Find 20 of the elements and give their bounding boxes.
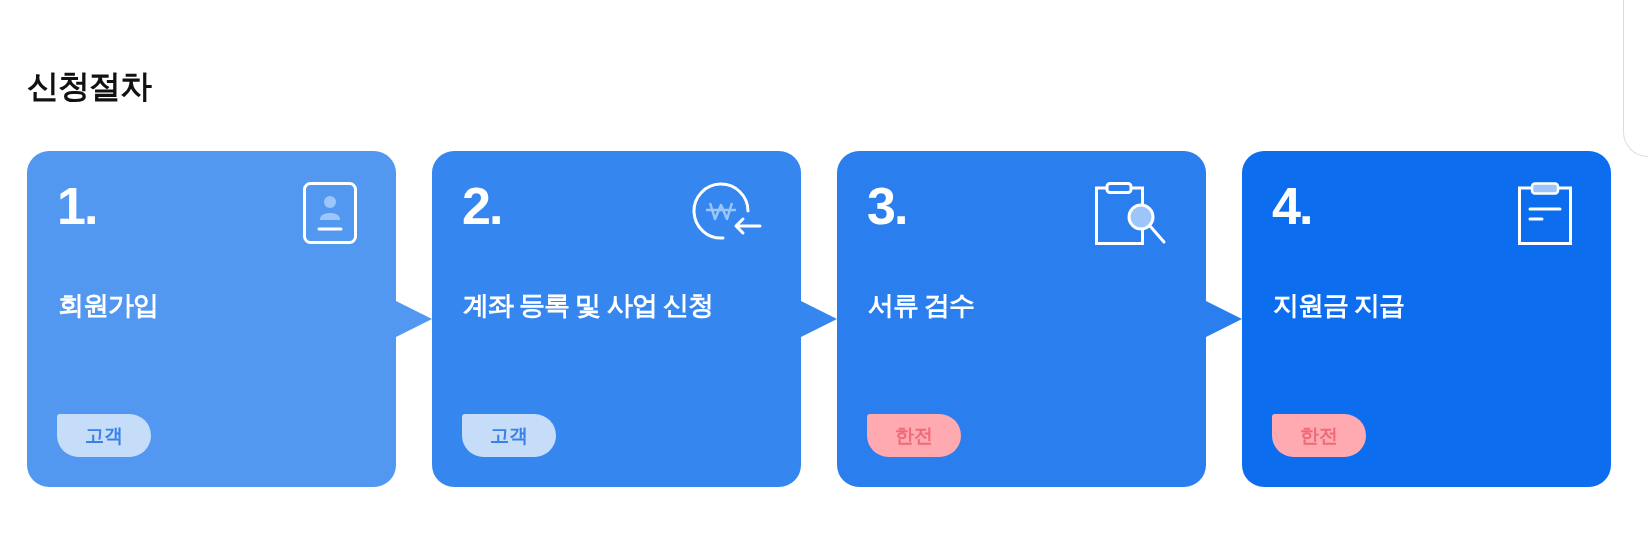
step-number: 2. (462, 180, 502, 232)
step-number: 3. (867, 180, 907, 232)
arrow (396, 301, 432, 337)
step-title: 지원금 지급 (1273, 290, 1405, 322)
arrow (1206, 301, 1242, 337)
step-title: 회원가입 (58, 290, 158, 322)
page-title: 신청절차 (27, 67, 151, 106)
role-tag: 한전 (1272, 414, 1366, 457)
role-tag: 고객 (57, 414, 151, 457)
step-card (1242, 151, 1611, 487)
role-tag: 한전 (867, 414, 961, 457)
step-card (837, 151, 1206, 487)
step-card (27, 151, 396, 487)
role-tag: 고객 (462, 414, 556, 457)
arrow (801, 301, 837, 337)
step-title: 계좌 등록 및 사업 신청 (463, 290, 713, 322)
step-number: 4. (1272, 180, 1312, 232)
step-title: 서류 검수 (868, 290, 975, 322)
step-number: 1. (57, 180, 97, 232)
step-card (432, 151, 801, 487)
